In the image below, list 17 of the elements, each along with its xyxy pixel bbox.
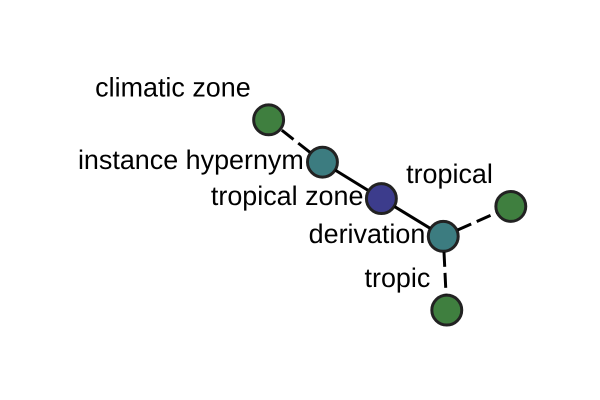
node-label: instance hypernym — [78, 144, 304, 175]
node-circle — [426, 220, 460, 253]
node-circle — [494, 190, 528, 223]
node-circle — [306, 146, 339, 179]
node-label: climatic zone — [95, 72, 251, 102]
connector — [280, 129, 311, 154]
node-label: tropical zone — [210, 181, 364, 212]
node-circle — [430, 294, 464, 327]
node-label: derivation — [308, 218, 426, 249]
node-circle — [252, 103, 286, 136]
node-circle — [364, 182, 398, 216]
connector — [456, 211, 498, 232]
connector — [442, 252, 448, 295]
node-label: tropic — [364, 262, 430, 293]
connector — [334, 168, 368, 192]
connector — [394, 205, 431, 230]
node-label: tropical — [406, 159, 493, 190]
